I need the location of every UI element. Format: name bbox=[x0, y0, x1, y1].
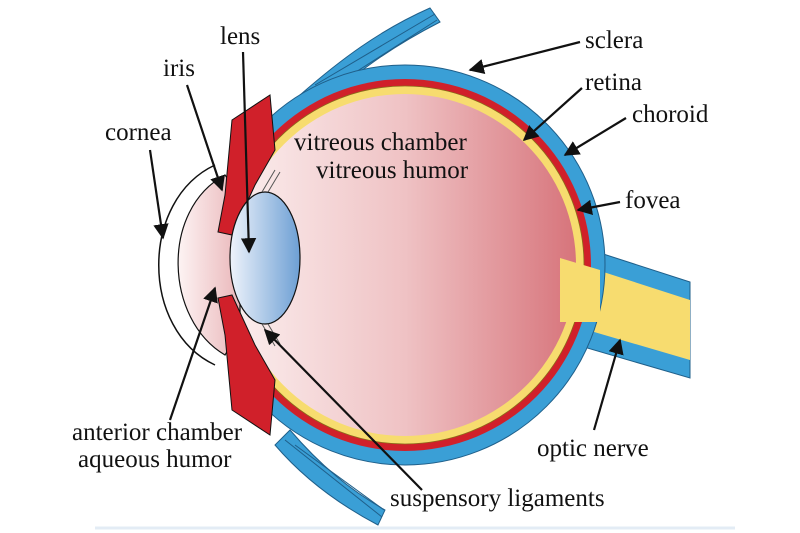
label-optic-nerve: optic nerve bbox=[537, 435, 649, 462]
cornea bbox=[158, 164, 216, 366]
label-choroid: choroid bbox=[632, 101, 709, 128]
label-arrows bbox=[148, 40, 627, 491]
lens-shape bbox=[229, 191, 301, 325]
label-retina: retina bbox=[585, 69, 642, 96]
label-vitreous-chamber: vitreous chamber bbox=[294, 129, 468, 156]
label-aqueous-humor: aqueous humor bbox=[78, 446, 232, 473]
label-vitreous-humor: vitreous humor bbox=[316, 157, 469, 184]
iris-bottom bbox=[217, 294, 276, 436]
label-suspensory-ligaments: suspensory ligaments bbox=[390, 485, 605, 512]
suspensory-ligaments-shape bbox=[261, 169, 281, 347]
label-anterior-chamber: anterior chamber bbox=[72, 419, 243, 446]
vitreous-chamber bbox=[234, 94, 576, 436]
label-iris: iris bbox=[163, 55, 195, 82]
label-cornea: cornea bbox=[105, 119, 172, 146]
label-fovea: fovea bbox=[625, 187, 681, 214]
label-lens: lens bbox=[220, 23, 260, 50]
extraocular-muscle-bottom bbox=[274, 429, 386, 526]
label-sclera: sclera bbox=[585, 27, 643, 54]
